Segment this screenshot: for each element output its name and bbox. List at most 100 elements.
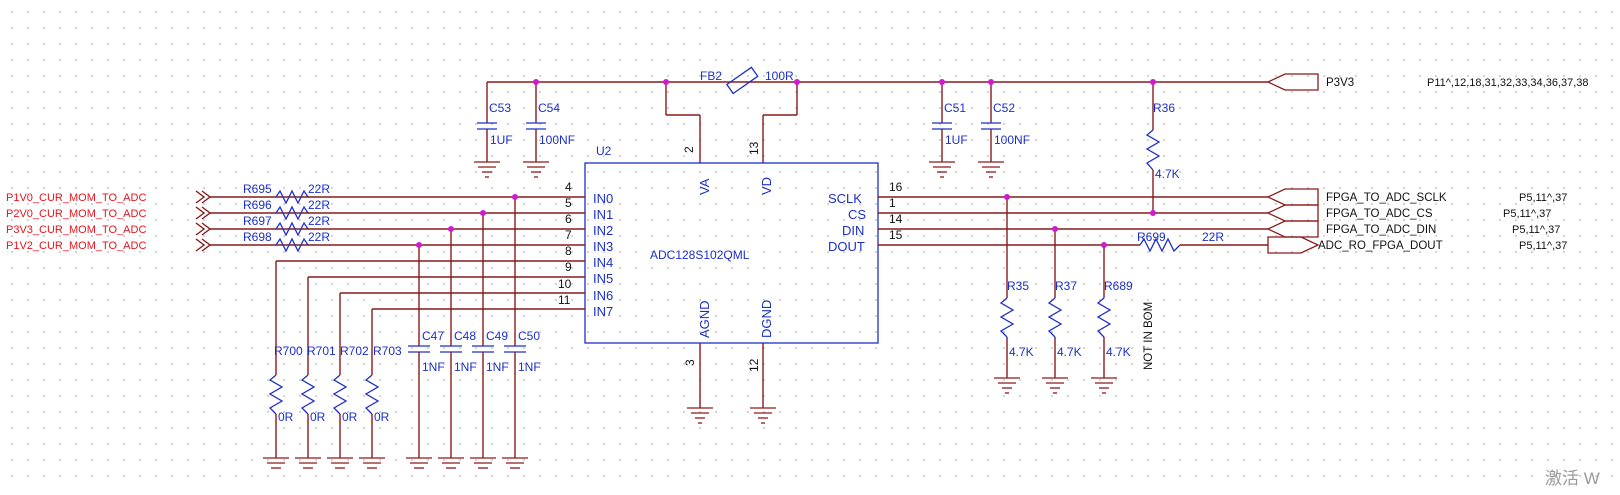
pin-num-in0: 4	[565, 180, 572, 194]
pin-num-sclk: 16	[889, 180, 903, 194]
input-net-label-4: P1V2_CUR_MOM_TO_ADC	[6, 240, 146, 252]
input-net-2[interactable]: P2V0_CUR_MOM_TO_ADC	[6, 206, 212, 220]
sclk-net-label: FPGA_TO_ADC_SCLK	[1326, 192, 1447, 204]
pin-name-in1: IN1	[593, 207, 613, 222]
filter-cap-c48[interactable]: C48 1NF	[440, 329, 477, 458]
c49-ref: C49	[486, 329, 508, 343]
p3v3-label: P3V3	[1326, 77, 1354, 89]
cs-net-label: FPGA_TO_ADC_CS	[1326, 208, 1433, 220]
ferrite-bead-fb2[interactable]: FB2 100R	[700, 66, 794, 95]
r697-value: 22R	[308, 214, 330, 228]
pulldown-resistor-r37[interactable]: R37 4.7K	[1047, 279, 1082, 378]
pin-num-in2: 6	[565, 212, 572, 226]
series-resistor-r698[interactable]: R698 22R	[243, 230, 330, 253]
filter-cap-c50[interactable]: C50 1NF	[504, 329, 541, 458]
c53-value: 1UF	[490, 133, 513, 147]
pin-name-vd: VD	[759, 177, 774, 195]
ic-left-pins: 4 IN0 5 IN1 6 IN2 7 IN3 8 IN4 9 IN5 10 I…	[558, 180, 613, 319]
r35-ref: R35	[1007, 279, 1029, 293]
pin-num-vd: 13	[747, 141, 761, 155]
r36-value: 4.7K	[1155, 167, 1180, 181]
c51-value: 1UF	[945, 133, 968, 147]
port-adc-ro-fpga-dout[interactable]: ADC_RO_FPGA_DOUT P5,11^,37	[1267, 236, 1567, 254]
junction-dots	[416, 79, 1156, 248]
filter-cap-c49[interactable]: C49 1NF	[472, 329, 509, 458]
port-fpga-to-adc-din[interactable]: FPGA_TO_ADC_DIN P5,11^,37	[1266, 220, 1560, 238]
series-resistor-r699[interactable]: R699 22R	[1137, 230, 1224, 253]
r699-ref: R699	[1137, 230, 1166, 244]
dout-xref: P5,11^,37	[1519, 240, 1567, 252]
ground-symbols-right	[994, 377, 1117, 394]
pullup-resistor-r36[interactable]: R36 4.7K	[1145, 101, 1180, 181]
c51-ref: C51	[944, 101, 966, 115]
decoupling-cap-c53[interactable]: C53 1UF	[477, 100, 513, 162]
decoupling-cap-c51[interactable]: C51 1UF	[932, 82, 968, 162]
not-in-bom-note: NOT IN BOM	[1143, 302, 1155, 370]
r689-value: 4.7K	[1106, 345, 1131, 359]
pin-name-cs: CS	[848, 207, 866, 222]
right-wires	[878, 82, 1268, 298]
fb2-value: 100R	[765, 69, 794, 83]
pin-name-dgnd: DGND	[759, 300, 774, 338]
c52-ref: C52	[993, 101, 1015, 115]
pin-num-din: 14	[889, 212, 903, 226]
c50-value: 1NF	[518, 360, 541, 374]
filter-cap-c47[interactable]: C47 1NF	[408, 329, 445, 458]
r703-value: 0R	[374, 410, 390, 424]
activation-watermark: 激活 W	[1545, 469, 1600, 488]
input-net-1[interactable]: P1V0_CUR_MOM_TO_ADC	[6, 190, 212, 204]
r695-value: 22R	[308, 182, 330, 196]
u2-part: ADC128S102QML	[650, 248, 750, 262]
pulldown-resistor-r702[interactable]: R702 0R	[332, 344, 369, 458]
pin-name-in3: IN3	[593, 239, 613, 254]
pin-name-in6: IN6	[593, 288, 613, 303]
input-net-label-1: P1V0_CUR_MOM_TO_ADC	[6, 192, 146, 204]
decoupling-cap-c52[interactable]: C52 100NF	[981, 82, 1030, 162]
pulldown-resistor-r700[interactable]: R700 0R	[268, 344, 303, 458]
input-wires	[210, 196, 585, 375]
c54-value: 100NF	[539, 133, 575, 147]
c53-ref: C53	[489, 101, 511, 115]
r700-ref: R700	[274, 344, 303, 358]
ground-symbols-ic	[687, 407, 776, 424]
r698-value: 22R	[308, 230, 330, 244]
pin-num-dgnd: 12	[747, 358, 761, 372]
c54-ref: C54	[538, 101, 560, 115]
c48-ref: C48	[454, 329, 476, 343]
decoupling-cap-c54[interactable]: C54 100NF	[526, 82, 575, 162]
pulldown-resistor-r689[interactable]: R689 4.7K	[1096, 279, 1133, 378]
series-resistor-r697[interactable]: R697 22R	[243, 214, 330, 237]
dout-net-label: ADC_RO_FPGA_DOUT	[1318, 240, 1443, 252]
sclk-xref: P5,11^,37	[1519, 192, 1567, 204]
r700-value: 0R	[278, 410, 294, 424]
input-net-3[interactable]: P3V3_CUR_MOM_TO_ADC	[6, 222, 212, 236]
pin-name-dout: DOUT	[828, 239, 865, 254]
r36-ref: R36	[1153, 101, 1175, 115]
r697-ref: R697	[243, 214, 272, 228]
pin-name-in2: IN2	[593, 223, 613, 238]
pin-name-in4: IN4	[593, 255, 613, 270]
r696-value: 22R	[308, 198, 330, 212]
pin-name-va: VA	[697, 178, 712, 195]
input-net-4[interactable]: P1V2_CUR_MOM_TO_ADC	[6, 238, 212, 252]
c48-value: 1NF	[454, 360, 477, 374]
pulldown-resistor-r701[interactable]: R701 0R	[300, 344, 336, 458]
pin-num-in1: 5	[565, 196, 572, 210]
series-resistor-r696[interactable]: R696 22R	[243, 198, 330, 221]
port-fpga-to-adc-cs[interactable]: FPGA_TO_ADC_CS P5,11^,37	[1266, 204, 1551, 222]
r698-ref: R698	[243, 230, 272, 244]
port-fpga-to-adc-sclk[interactable]: FPGA_TO_ADC_SCLK P5,11^,37	[1266, 188, 1567, 206]
r695-ref: R695	[243, 182, 272, 196]
pin-num-va: 2	[682, 146, 696, 153]
power-port-p3v3[interactable]: P3V3 P11^,12,18,31,32,33,34,36,37,38	[1266, 73, 1589, 91]
pulldown-resistor-r703[interactable]: R703 0R	[364, 344, 402, 458]
pin-name-in0: IN0	[593, 191, 613, 206]
r701-ref: R701	[307, 344, 336, 358]
pin-num-cs: 1	[889, 196, 896, 210]
input-net-label-2: P2V0_CUR_MOM_TO_ADC	[6, 208, 146, 220]
pulldown-resistor-r35[interactable]: R35 4.7K	[999, 279, 1034, 378]
adc-ic-u2[interactable]: U2 ADC128S102QML 2 VA 13 VD AGND 3 DGND …	[584, 141, 879, 408]
r35-value: 4.7K	[1009, 345, 1034, 359]
pin-name-in5: IN5	[593, 271, 613, 286]
series-resistor-r695[interactable]: R695 22R	[243, 182, 330, 205]
